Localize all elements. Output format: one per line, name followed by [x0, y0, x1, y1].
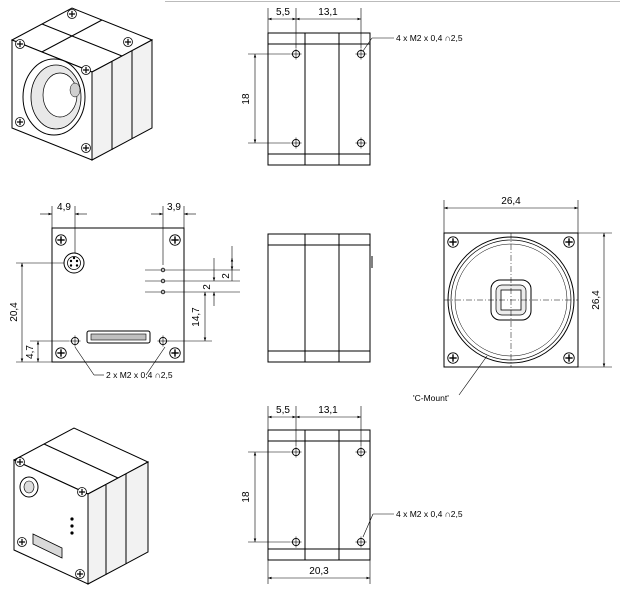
front-view: 26,4 26,4 'C-Mount' — [413, 196, 612, 403]
back-view: 2 2 14,7 4,9 3,9 20,4 4,7 2 x M2 x 0,4 ∩… — [9, 202, 240, 380]
front-dim-width: 26,4 — [501, 196, 521, 207]
bottom-dim-mid: 13,1 — [318, 405, 338, 416]
back-dim-led-1: 2 — [221, 273, 232, 279]
bottom-hole-note: 4 x M2 x 0,4 ∩2,5 — [396, 509, 463, 519]
front-dim-height: 26,4 — [591, 290, 602, 310]
bottom-dim-height: 18 — [241, 491, 252, 503]
back-dim-height: 20,4 — [9, 302, 20, 322]
back-dim-right: 3,9 — [167, 202, 181, 213]
iso-view-front — [10, 7, 154, 161]
bottom-view: 5,5 13,1 18 20,3 4 x M2 x 0,4 ∩2,5 — [241, 405, 463, 584]
bottom-dim-left: 5,5 — [276, 405, 290, 416]
top-view: 5,5 13,1 18 4 x M2 x 0,4 ∩2,5 — [241, 7, 463, 166]
top-dim-mid: 13,1 — [318, 7, 338, 18]
back-hole-note: 2 x M2 x 0,4 ∩2,5 — [106, 370, 173, 380]
back-dim-bottom: 4,7 — [25, 345, 36, 359]
top-dim-left: 5,5 — [276, 7, 290, 18]
iso-view-back — [12, 427, 150, 585]
back-dim-led-2: 2 — [202, 284, 213, 290]
back-dim-led-height: 14,7 — [191, 307, 202, 327]
top-dim-height: 18 — [241, 93, 252, 105]
side-view — [267, 233, 373, 363]
top-hole-note: 4 x M2 x 0,4 ∩2,5 — [396, 33, 463, 43]
back-dim-left: 4,9 — [57, 202, 71, 213]
front-mount-label: 'C-Mount' — [413, 393, 449, 403]
bottom-dim-width: 20,3 — [309, 566, 329, 577]
